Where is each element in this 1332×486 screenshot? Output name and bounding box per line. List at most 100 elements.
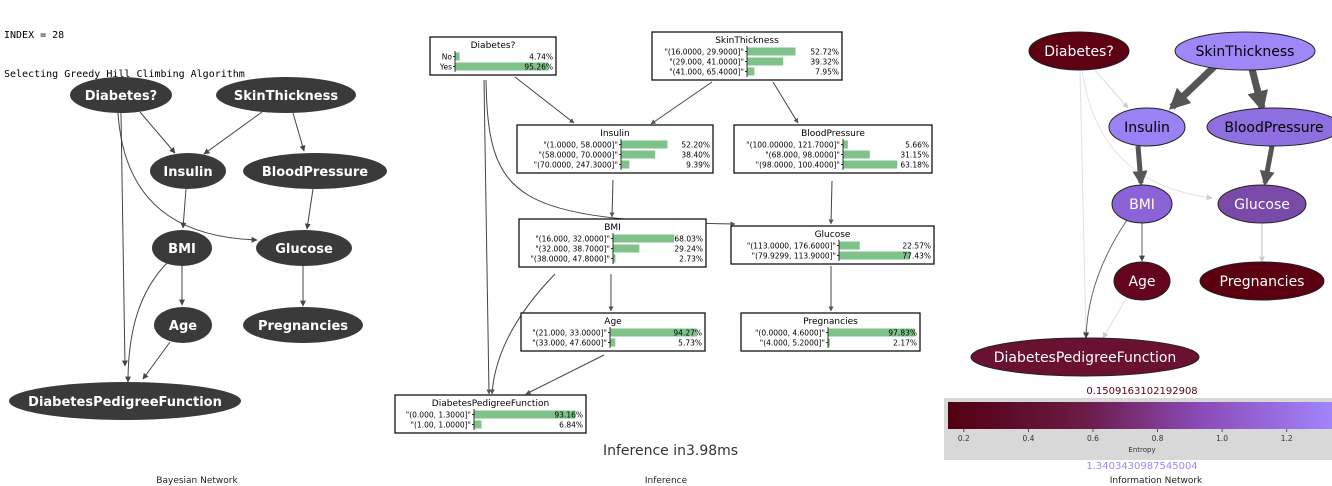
bayesian-caption: Bayesian Network <box>156 476 238 486</box>
probability-bar <box>839 251 911 260</box>
info-node-bloodpressure[interactable]: BloodPressure <box>1206 107 1332 147</box>
probability-bar <box>828 328 916 337</box>
info-node-bmi-label: BMI <box>1129 197 1155 213</box>
inference-timing-value: 3.98ms <box>686 443 738 459</box>
row-label: "(68.000, 98.0000]" <box>765 151 840 160</box>
inf-edge-bmi-dpf <box>489 273 556 395</box>
colorbar-tick-label: 0.6 <box>1087 434 1099 443</box>
info-node-skinthickness[interactable]: SkinThickness <box>1174 31 1316 71</box>
bn-node-age-label: Age <box>169 319 197 334</box>
inference-table-skin[interactable]: SkinThickness"(16.0000, 29.9000]"52.72%"… <box>651 31 843 81</box>
inference-table-glucose[interactable]: Glucose"(113.0000, 176.6000]"22.57%"(79.… <box>730 225 935 265</box>
inf-edge-skin-insulin <box>650 81 713 125</box>
inference-table-insulin[interactable]: Insulin"(1.0000, 58.0000]"52.20%"(58.000… <box>516 124 714 174</box>
colorbar-tick-label: 0.2 <box>958 434 970 443</box>
info-edge-bmi-dpf <box>1083 219 1128 339</box>
info-edge-diabetes-insulin <box>1094 69 1129 109</box>
info-node-pregnancies[interactable]: Pregnancies <box>1199 261 1325 301</box>
row-percent: 6.84% <box>559 421 583 430</box>
row-percent: 52.20% <box>681 141 710 150</box>
row-percent: 22.57% <box>902 242 931 251</box>
inference-table-dpf[interactable]: DiabetesPedigreeFunction"(0.000, 1.3000]… <box>394 394 587 434</box>
row-percent: 4.74% <box>529 53 553 62</box>
inf-edge-bp-glucose <box>828 180 834 225</box>
inference-table-preg[interactable]: Pregnancies"(0.0000, 4.6000]"97.83%"(4.0… <box>740 312 921 352</box>
bayesian-network: Diabetes? SkinThickness Insulin BloodPre… <box>9 77 387 486</box>
info-edge-diabetes-glucose <box>1081 69 1213 201</box>
inference-table-age[interactable]: Age"(21.000, 33.0000]"94.27%"(33.000, 47… <box>520 312 706 352</box>
probability-bar <box>843 140 848 149</box>
bn-node-insulin[interactable]: Insulin <box>150 153 226 189</box>
bn-node-insulin-label: Insulin <box>163 165 212 180</box>
info-edge-insulin-bmi <box>1132 145 1148 186</box>
info-node-dpf[interactable]: DiabetesPedigreeFunction <box>970 337 1200 377</box>
info-node-glucose[interactable]: Glucose <box>1217 184 1307 224</box>
bn-node-dpf[interactable]: DiabetesPedigreeFunction <box>9 382 241 420</box>
row-label: "(113.0000, 176.6000]" <box>747 242 836 251</box>
bn-node-skinthickness-label: SkinThickness <box>234 89 338 104</box>
edge-diabetes-dpf <box>120 112 128 367</box>
probability-bar <box>455 52 460 61</box>
table-title: Age <box>604 317 622 327</box>
algorithm-line: Selecting Greedy Hill Climbing Algorithm <box>4 69 245 80</box>
row-percent: 7.95% <box>815 68 839 77</box>
info-node-age[interactable]: Age <box>1113 261 1171 301</box>
bn-node-age[interactable]: Age <box>154 307 212 343</box>
row-percent: 93.16% <box>554 411 583 420</box>
bn-node-bmi-label: BMI <box>168 242 196 257</box>
bn-node-skinthickness[interactable]: SkinThickness <box>216 77 356 113</box>
bn-node-pregnancies-label: Pregnancies <box>258 319 348 334</box>
info-node-age-label: Age <box>1128 274 1155 290</box>
bn-node-bloodpressure[interactable]: BloodPressure <box>243 153 387 189</box>
bn-node-diabetes-label: Diabetes? <box>85 89 157 104</box>
inf-edge-skin-bp <box>772 81 799 124</box>
inf-edge-diabetes-dpf <box>483 79 492 395</box>
row-label: No <box>442 53 453 62</box>
table-border <box>516 124 714 174</box>
bn-node-pregnancies[interactable]: Pregnancies <box>243 307 363 343</box>
row-label: "(32.000, 38.7000]" <box>535 245 610 254</box>
edge-bp-glucose <box>304 188 314 230</box>
bn-node-diabetes[interactable]: Diabetes? <box>70 77 172 113</box>
probability-bar <box>843 150 870 159</box>
bn-node-glucose[interactable]: Glucose <box>256 230 352 266</box>
entropy-axis-label: Entropy <box>1128 446 1155 454</box>
row-percent: 95.26% <box>524 63 553 72</box>
colorbar-tick-label: 1.2 <box>1281 434 1293 443</box>
row-percent: 52.72% <box>810 48 839 57</box>
info-edges <box>1079 61 1275 339</box>
inference-edges <box>483 76 834 395</box>
bn-edges <box>117 111 314 383</box>
probability-bar <box>613 254 616 263</box>
colorbar-tick-label: 1.0 <box>1216 434 1228 443</box>
row-label: Yes <box>439 63 452 72</box>
inf-edge-insulin-bmi <box>609 179 615 218</box>
info-node-insulin[interactable]: Insulin <box>1108 107 1186 147</box>
row-label: "(16.0000, 29.9000]" <box>664 48 744 57</box>
edge-skin-bp <box>292 112 306 152</box>
row-percent: 31.15% <box>900 151 929 160</box>
row-label: "(33.000, 47.6000]" <box>532 339 607 348</box>
info-node-diabetes[interactable]: Diabetes? <box>1028 31 1130 71</box>
row-label: "(0.0000, 4.6000]" <box>755 329 825 338</box>
inference-caption: Inference <box>645 476 688 486</box>
information-network: Diabetes? SkinThickness Insulin BloodPre… <box>944 31 1332 486</box>
info-node-glucose-label: Glucose <box>1234 197 1290 213</box>
bn-node-bmi[interactable]: BMI <box>152 230 212 266</box>
inference-table-bp[interactable]: BloodPressure"(100.00000, 121.7000]"5.66… <box>733 124 933 174</box>
row-label: "(1.00, 1.0000]" <box>411 421 471 430</box>
bn-node-bloodpressure-label: BloodPressure <box>262 165 368 180</box>
probability-bar <box>621 140 668 149</box>
probability-bar <box>474 410 576 419</box>
row-percent: 29.24% <box>674 245 703 254</box>
info-node-bmi[interactable]: BMI <box>1111 184 1173 224</box>
bn-node-glucose-label: Glucose <box>275 242 333 257</box>
probability-bar <box>747 57 784 66</box>
inference-table-bmi[interactable]: BMI"(16.000, 32.0000]"68.03%"(32.000, 38… <box>518 218 707 268</box>
row-percent: 68.03% <box>674 235 703 244</box>
row-label: "(38.0000, 47.8000]" <box>530 255 610 264</box>
